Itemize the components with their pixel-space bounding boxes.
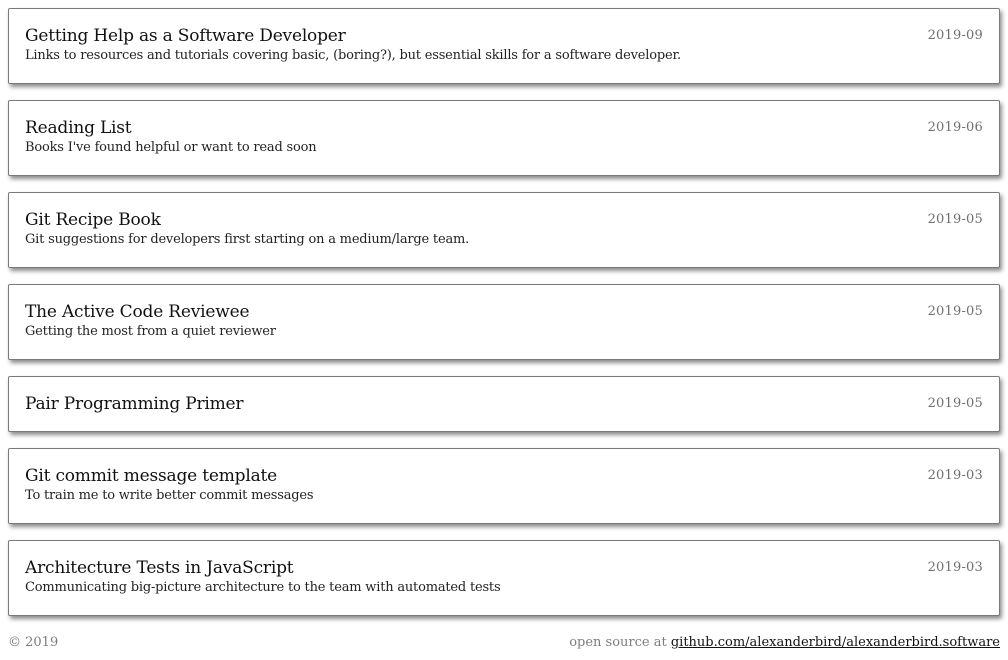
article-title[interactable]: Pair Programming Primer (25, 394, 244, 414)
copyright-text: © 2019 (8, 635, 59, 650)
article-date: 2019-09 (927, 28, 983, 43)
article-title[interactable]: Git commit message template (25, 466, 277, 486)
article-title[interactable]: Getting Help as a Software Developer (25, 26, 346, 46)
article-card-git-commit-template[interactable]: Git commit message template To train me … (8, 448, 1000, 524)
article-description: Links to resources and tutorials coverin… (25, 48, 681, 63)
article-card-git-recipe-book[interactable]: Git Recipe Book Git suggestions for deve… (8, 192, 1000, 268)
page-footer: © 2019 open source at github.com/alexand… (8, 632, 1000, 654)
github-source-link[interactable]: github.com/alexanderbird/alexanderbird.s… (670, 635, 1000, 650)
article-title[interactable]: Reading List (25, 118, 132, 138)
article-card-getting-help[interactable]: Getting Help as a Software Developer Lin… (8, 8, 1000, 84)
article-title[interactable]: Git Recipe Book (25, 210, 161, 230)
article-description: Getting the most from a quiet reviewer (25, 324, 276, 339)
article-description: Git suggestions for developers first sta… (25, 232, 470, 247)
article-description: Books I've found helpful or want to read… (25, 140, 317, 155)
article-date: 2019-05 (927, 396, 983, 411)
article-date: 2019-05 (927, 212, 983, 227)
article-card-pair-programming-primer[interactable]: Pair Programming Primer 2019-05 (8, 376, 1000, 432)
article-date: 2019-05 (927, 304, 983, 319)
article-card-reading-list[interactable]: Reading List Books I've found helpful or… (8, 100, 1000, 176)
article-card-active-code-reviewee[interactable]: The Active Code Reviewee Getting the mos… (8, 284, 1000, 360)
source-credit: open source at github.com/alexanderbird/… (569, 635, 1000, 650)
article-title[interactable]: Architecture Tests in JavaScript (25, 558, 294, 578)
article-card-architecture-tests[interactable]: Architecture Tests in JavaScript Communi… (8, 540, 1000, 616)
article-date: 2019-06 (927, 120, 983, 135)
article-list: Getting Help as a Software Developer Lin… (8, 8, 1000, 632)
article-description: Communicating big-picture architecture t… (25, 580, 501, 595)
source-prefix: open source at (569, 635, 671, 650)
article-date: 2019-03 (927, 560, 983, 575)
article-description: To train me to write better commit messa… (25, 488, 314, 503)
article-title[interactable]: The Active Code Reviewee (25, 302, 250, 322)
article-date: 2019-03 (927, 468, 983, 483)
